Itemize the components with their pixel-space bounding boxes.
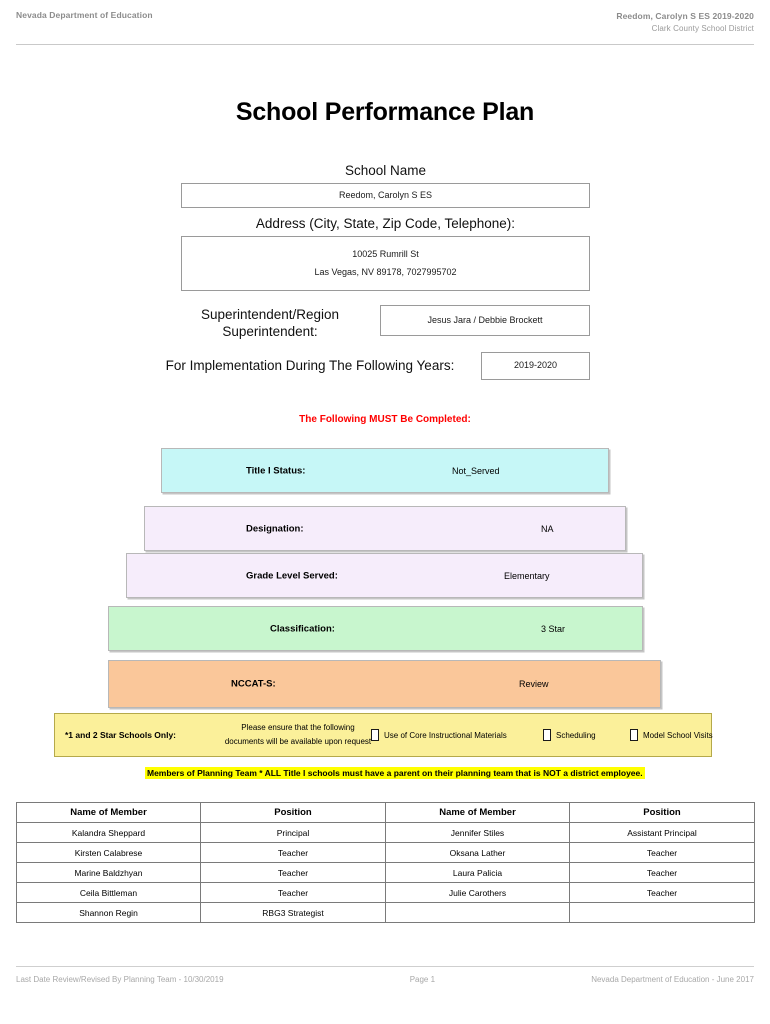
checkbox-label: Scheduling <box>556 730 596 740</box>
implementation-years-label: For Implementation During The Following … <box>165 358 455 373</box>
checkbox-icon[interactable] <box>630 729 638 741</box>
status-bar-value: Not_Served <box>452 465 500 476</box>
table-row[interactable]: Marine Baldzhyan Teacher Laura Palicia T… <box>16 862 755 883</box>
implementation-years-field[interactable]: 2019-2020 <box>481 352 590 380</box>
star-schools-subtitle-line-1: Please ensure that the following <box>241 723 355 732</box>
column-header-position-1: Position <box>200 802 386 823</box>
status-bar-value: Elementary <box>504 570 550 581</box>
superintendent-label: Superintendent/Region Superintendent: <box>170 306 370 341</box>
table-row[interactable]: Kirsten Calabrese Teacher Oksana Lather … <box>16 842 755 863</box>
checkbox-scheduling[interactable]: Scheduling <box>543 729 596 741</box>
page-header: Nevada Department of Education Reedom, C… <box>16 10 754 35</box>
implementation-years-value: 2019-2020 <box>513 360 558 371</box>
header-school-year: Reedom, Carolyn S ES 2019-2020 <box>616 11 754 21</box>
status-bar-title-i-status[interactable]: Title I Status: Not_Served <box>161 448 609 493</box>
status-bar-label: Grade Level Served: <box>246 570 338 581</box>
header-agency-name: Nevada Department of Education <box>16 10 153 20</box>
member-position-cell[interactable]: Teacher <box>200 862 386 883</box>
member-name-cell[interactable]: Kirsten Calabrese <box>16 842 201 863</box>
member-name-cell[interactable]: Kalandra Sheppard <box>16 822 201 843</box>
member-position-cell[interactable]: RBG3 Strategist <box>200 902 386 923</box>
star-schools-notice: *1 and 2 Star Schools Only: Please ensur… <box>54 713 713 757</box>
page-footer: Last Date Review/Revised By Planning Tea… <box>16 975 754 984</box>
checkbox-icon[interactable] <box>371 729 379 741</box>
footer-source: Nevada Department of Education - June 20… <box>591 975 754 984</box>
superintendent-label-line-1: Superintendent/Region <box>200 307 340 322</box>
header-school-info: Reedom, Carolyn S ES 2019-2020 Clark Cou… <box>616 10 754 35</box>
member-name-cell[interactable] <box>385 902 570 923</box>
status-bar-value: Review <box>519 679 549 689</box>
table-row[interactable]: Shannon Regin RBG3 Strategist <box>16 902 755 923</box>
planning-team-banner: Members of Planning Team * ALL Title I s… <box>145 767 645 779</box>
checkbox-model-school-visits[interactable]: Model School Visits <box>630 729 713 741</box>
member-position-cell[interactable]: Principal <box>200 822 386 843</box>
address-line-2: Las Vegas, NV 89178, 7027995702 <box>314 266 457 277</box>
member-position-cell[interactable] <box>569 902 755 923</box>
status-bar-value: NA <box>541 523 554 534</box>
footer-divider <box>16 966 754 967</box>
school-name-value: Reedom, Carolyn S ES <box>338 189 433 200</box>
column-header-name-2: Name of Member <box>385 802 570 823</box>
checkbox-icon[interactable] <box>543 729 551 741</box>
header-district: Clark County School District <box>651 23 754 33</box>
school-name-label: School Name <box>344 163 427 178</box>
member-name-cell[interactable]: Ceila Bittleman <box>16 882 201 903</box>
status-bar-classification[interactable]: Classification: 3 Star <box>108 606 643 651</box>
member-name-cell[interactable]: Jennifer Stiles <box>385 822 570 843</box>
table-row[interactable]: Kalandra Sheppard Principal Jennifer Sti… <box>16 822 755 843</box>
status-bar-grade-level-served[interactable]: Grade Level Served: Elementary <box>126 553 643 598</box>
status-bar-label: Classification: <box>270 623 335 634</box>
member-name-cell[interactable]: Julie Carothers <box>385 882 570 903</box>
member-position-cell[interactable]: Assistant Principal <box>569 822 755 843</box>
planning-team-table: Name of Member Position Name of Member P… <box>16 802 755 923</box>
page-title: School Performance Plan <box>235 98 535 126</box>
member-position-cell[interactable]: Teacher <box>200 842 386 863</box>
status-bar-label: Title I Status: <box>246 465 306 476</box>
status-bar-label: NCCAT-S: <box>231 678 276 690</box>
member-position-cell[interactable]: Teacher <box>569 882 755 903</box>
footer-last-review-date: Last Date Review/Revised By Planning Tea… <box>16 975 224 984</box>
star-schools-subtitle: Please ensure that the following documen… <box>193 721 403 749</box>
address-field[interactable]: 10025 Rumrill St Las Vegas, NV 89178, 70… <box>181 236 590 291</box>
member-name-cell[interactable]: Shannon Regin <box>16 902 201 923</box>
header-divider <box>16 44 754 45</box>
school-name-field[interactable]: Reedom, Carolyn S ES <box>181 183 590 208</box>
checkbox-core-instructional-materials[interactable]: Use of Core Instructional Materials <box>371 729 507 741</box>
member-position-cell[interactable]: Teacher <box>569 842 755 863</box>
checkbox-label: Model School Visits <box>643 730 713 740</box>
star-schools-subtitle-line-2: documents will be available upon request <box>224 737 372 746</box>
checkbox-label: Use of Core Instructional Materials <box>384 730 507 740</box>
superintendent-label-line-2: Superintendent: <box>222 324 318 340</box>
star-schools-title: *1 and 2 Star Schools Only: <box>65 730 177 740</box>
member-name-cell[interactable]: Oksana Lather <box>385 842 570 863</box>
address-line-1: 10025 Rumrill St <box>352 249 419 260</box>
superintendent-value: Jesus Jara / Debbie Brockett <box>427 314 543 325</box>
address-label: Address (City, State, Zip Code, Telephon… <box>255 216 516 231</box>
status-bar-designation[interactable]: Designation: NA <box>144 506 626 551</box>
must-complete-notice: The Following MUST Be Completed: <box>299 414 471 425</box>
table-header-row: Name of Member Position Name of Member P… <box>16 802 755 823</box>
status-bar-label: Designation: <box>246 523 304 534</box>
table-row[interactable]: Ceila Bittleman Teacher Julie Carothers … <box>16 882 755 903</box>
status-bar-nccat-s[interactable]: NCCAT-S: Review <box>108 660 661 708</box>
member-name-cell[interactable]: Marine Baldzhyan <box>16 862 201 883</box>
column-header-name-1: Name of Member <box>16 802 201 823</box>
member-position-cell[interactable]: Teacher <box>200 882 386 903</box>
member-name-cell[interactable]: Laura Palicia <box>385 862 570 883</box>
member-position-cell[interactable]: Teacher <box>569 862 755 883</box>
superintendent-field[interactable]: Jesus Jara / Debbie Brockett <box>380 305 590 336</box>
column-header-position-2: Position <box>569 802 755 823</box>
footer-page-number: Page 1 <box>409 975 436 984</box>
status-bar-value: 3 Star <box>541 623 566 634</box>
